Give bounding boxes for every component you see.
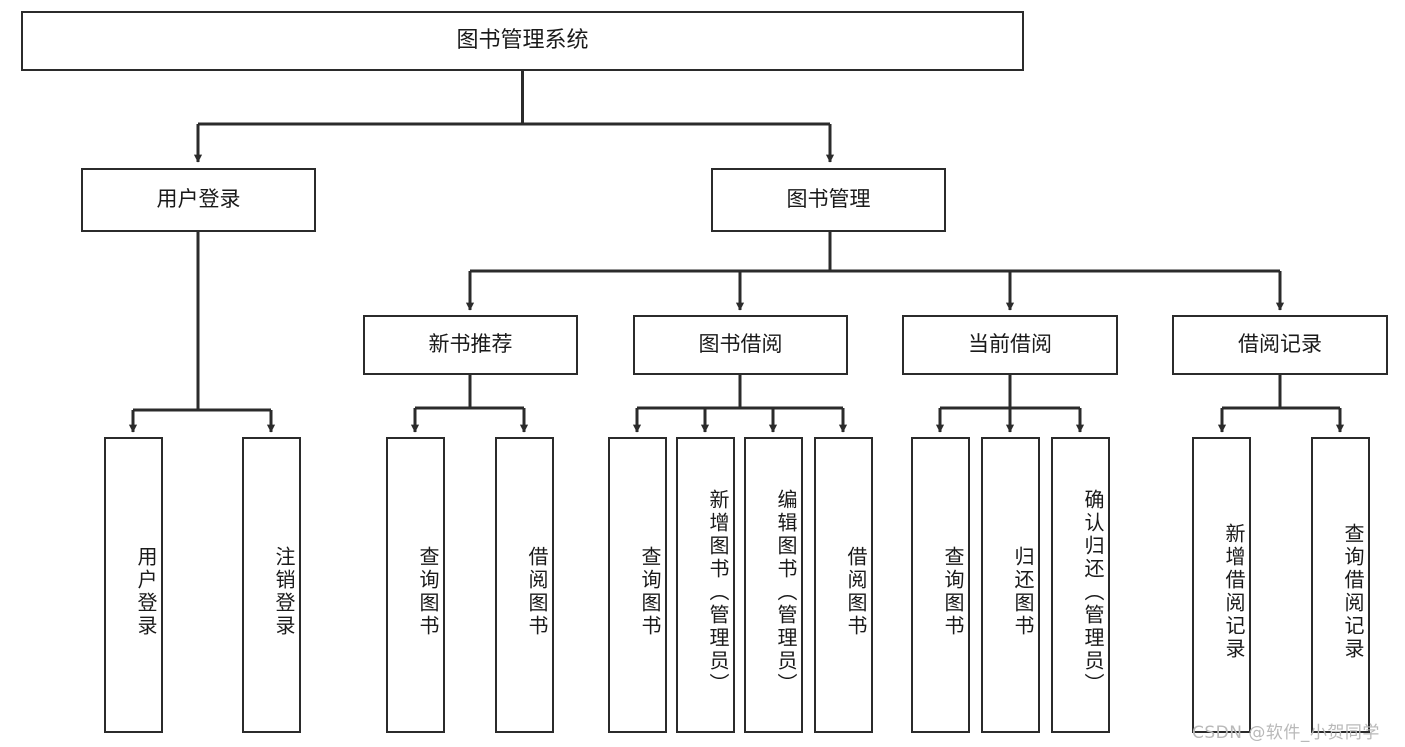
node-label: 新增图书（管理员）: [706, 488, 730, 696]
leaf-borrow-book-recommend[interactable]: 借阅图书: [495, 437, 554, 733]
node-label: 借阅图书: [525, 546, 549, 638]
node-user-login[interactable]: 用户登录: [81, 168, 316, 232]
node-current-borrow[interactable]: 当前借阅: [902, 315, 1118, 375]
leaf-add-borrow-record[interactable]: 新增借阅记录: [1192, 437, 1251, 733]
node-label: 当前借阅: [968, 332, 1052, 357]
leaf-query-book-current[interactable]: 查询图书: [911, 437, 970, 733]
leaf-query-borrow-record[interactable]: 查询借阅记录: [1311, 437, 1370, 733]
node-label: 用户登录: [156, 187, 241, 212]
node-label: 查询图书: [638, 546, 662, 638]
leaf-borrow-book[interactable]: 借阅图书: [814, 437, 873, 733]
node-label: 注销登录: [272, 546, 296, 638]
node-book-management[interactable]: 图书管理: [711, 168, 946, 232]
leaf-return-book[interactable]: 归还图书: [981, 437, 1040, 733]
watermark: CSDN @软件_小贺同学: [1192, 723, 1380, 743]
node-label: 图书借阅: [698, 332, 783, 357]
leaf-confirm-return-admin[interactable]: 确认归还（管理员）: [1051, 437, 1110, 733]
node-label: 新书推荐: [428, 332, 513, 357]
leaf-query-book-recommend[interactable]: 查询图书: [386, 437, 445, 733]
node-label: 图书管理系统: [456, 27, 589, 53]
node-label: 查询图书: [941, 546, 965, 638]
node-book-borrow[interactable]: 图书借阅: [633, 315, 848, 375]
leaf-edit-book-admin[interactable]: 编辑图书（管理员）: [744, 437, 803, 733]
node-label: 确认归还（管理员）: [1081, 488, 1105, 696]
node-new-book-recommend[interactable]: 新书推荐: [363, 315, 578, 375]
node-label: 新增借阅记录: [1222, 523, 1246, 661]
leaf-add-book-admin[interactable]: 新增图书（管理员）: [676, 437, 735, 733]
node-label: 图书管理: [786, 187, 871, 212]
node-label: 查询借阅记录: [1341, 523, 1365, 661]
leaf-query-book-borrow[interactable]: 查询图书: [608, 437, 667, 733]
leaf-user-login[interactable]: 用户登录: [104, 437, 163, 733]
node-root-system[interactable]: 图书管理系统: [21, 11, 1024, 71]
node-label: 借阅记录: [1238, 332, 1322, 357]
node-label: 归还图书: [1011, 546, 1035, 638]
node-label: 编辑图书（管理员）: [774, 488, 798, 696]
node-label: 借阅图书: [844, 546, 868, 638]
leaf-logout[interactable]: 注销登录: [242, 437, 301, 733]
node-label: 查询图书: [416, 546, 440, 638]
node-borrow-record[interactable]: 借阅记录: [1172, 315, 1388, 375]
node-label: 用户登录: [134, 546, 158, 638]
